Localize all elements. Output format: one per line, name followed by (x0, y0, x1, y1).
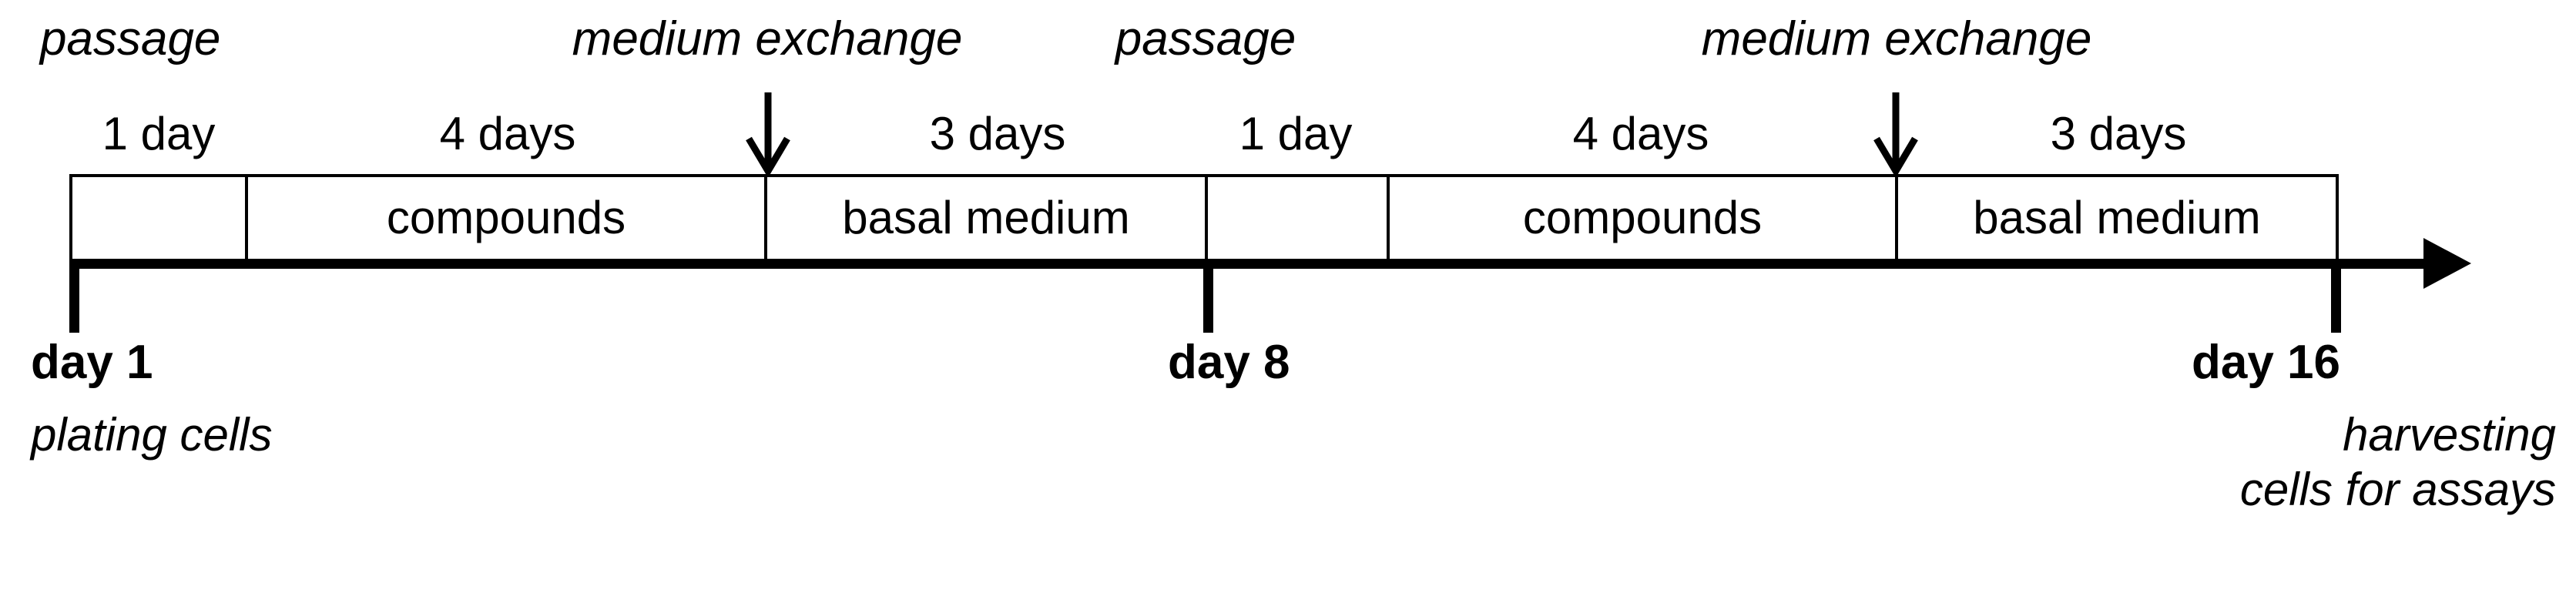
duration-label-3: 3 days (929, 108, 1066, 159)
tick-day-8 (1203, 259, 1213, 333)
day-note-harvesting-line-2: cells for assays (2239, 463, 2556, 515)
tick-day-16 (2331, 259, 2341, 333)
duration-label-4: 1 day (1239, 108, 1353, 159)
day-note-harvesting-line-1: harvesting (2343, 409, 2556, 461)
duration-label-6: 3 days (2050, 108, 2187, 159)
annotation-passage-1: passage (40, 12, 221, 65)
down-arrow-icon-medium-exchange-1 (741, 91, 795, 178)
segment-label-5: compounds (1522, 192, 1763, 243)
day-note-harvesting: harvesting cells for assays (2240, 408, 2556, 518)
timeline-arrowhead-icon (2423, 238, 2471, 289)
day-note-plating-cells: plating cells (31, 409, 273, 461)
down-arrow-icon-medium-exchange-2 (1869, 91, 1923, 178)
segment-box-1 (69, 174, 248, 262)
duration-label-5: 4 days (1572, 108, 1709, 159)
segment-box-6-basal-medium: basal medium (1895, 174, 2339, 262)
segment-label-2: compounds (386, 192, 626, 243)
segment-box-3-basal-medium: basal medium (764, 174, 1208, 262)
day-label-day-1: day 1 (31, 336, 153, 389)
tick-day-1 (69, 259, 79, 333)
segment-label-3: basal medium (842, 192, 1130, 243)
segment-box-5-compounds: compounds (1387, 174, 1898, 262)
day-label-day-8: day 8 (1168, 336, 1290, 389)
annotation-medium-exchange-2: medium exchange (1701, 12, 2092, 65)
timeline-axis (69, 259, 2425, 269)
day-label-day-16: day 16 (2191, 336, 2340, 389)
annotation-passage-2: passage (1115, 12, 1296, 65)
segment-label-6: basal medium (1973, 192, 2261, 243)
duration-label-2: 4 days (439, 108, 576, 159)
segment-box-4 (1205, 174, 1390, 262)
segment-box-2-compounds: compounds (245, 174, 767, 262)
duration-label-1: 1 day (102, 108, 216, 159)
annotation-medium-exchange-1: medium exchange (572, 12, 963, 65)
